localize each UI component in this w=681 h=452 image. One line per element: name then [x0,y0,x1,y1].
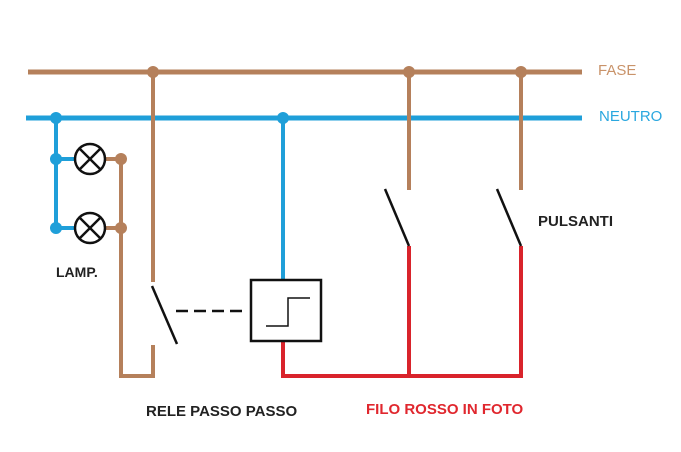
neutro-junction-dots [50,112,289,234]
lamp-cross-circle-icon [73,211,107,245]
filo-rosso-label: FILO ROSSO IN FOTO [366,401,524,418]
lamp-cross-circle-icon [73,142,107,176]
push-button-switch-icon [383,188,411,247]
step-relay-icon [249,278,323,343]
fase-junction-dots [115,66,527,234]
neutro-branches [54,118,285,280]
fase-label: FASE [598,62,637,79]
relay-contact-switch-icon [150,285,244,345]
push-button-switch-icon [495,188,523,247]
fase-branches [102,72,523,378]
lamp-label: LAMP. [56,264,98,280]
neutro-label: NEUTRO [599,108,663,125]
pulsanti-label: PULSANTI [538,213,613,230]
red-wires [281,246,523,378]
rele-label: RELE PASSO PASSO [146,403,298,420]
